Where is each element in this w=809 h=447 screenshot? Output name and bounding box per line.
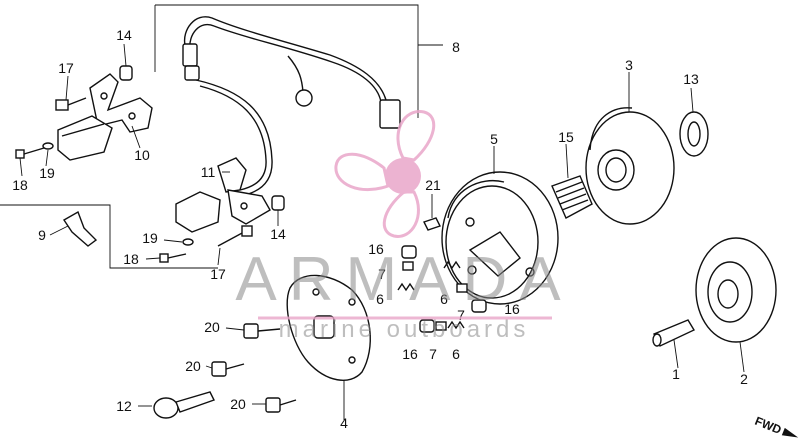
label-part-18-a: 18 (12, 177, 28, 193)
pulser-coil-11 (175, 157, 271, 233)
harness-group-outline (0, 4, 443, 269)
clip-9 (63, 210, 98, 247)
spring-6-b (443, 260, 461, 270)
label-part-13: 13 (683, 71, 699, 87)
collar-14-upper (119, 65, 133, 81)
label-part-14-a: 14 (116, 27, 132, 43)
label-part-20-a: 20 (204, 319, 220, 335)
label-part-9: 9 (38, 227, 46, 243)
needle-bearing-15 (551, 175, 593, 219)
label-part-15: 15 (558, 129, 574, 145)
bolt-20-a (243, 323, 281, 339)
label-part-20-c: 20 (230, 396, 246, 412)
pulser-coil-10 (57, 73, 153, 161)
bolt-20-b (211, 361, 245, 377)
bolt-20-c (265, 397, 297, 413)
plate-4 (286, 274, 371, 381)
fwd-label: FWD (753, 414, 784, 437)
screw-17-upper (55, 97, 87, 111)
label-part-6-b: 6 (440, 291, 448, 307)
label-part-3: 3 (625, 57, 633, 73)
fwd-direction-indicator: FWD (753, 414, 799, 438)
key-21 (423, 217, 441, 231)
roller-16-a (401, 245, 417, 259)
label-part-7-c: 7 (429, 346, 437, 362)
spring-cap-7-a (402, 261, 414, 271)
label-part-6-a: 6 (376, 291, 384, 307)
screw-18-lower (159, 253, 187, 263)
label-part-17-a: 17 (58, 60, 74, 76)
washer-19-lower (182, 238, 194, 246)
screw-17-lower (217, 225, 253, 247)
watermark-logo (334, 110, 436, 238)
idle-gear-2 (695, 237, 777, 343)
label-part-8: 8 (452, 39, 460, 55)
flange-bolt-12 (153, 391, 215, 419)
roller-16-c (419, 319, 435, 333)
spring-6-c (447, 320, 465, 330)
label-part-16-a: 16 (368, 241, 384, 257)
spring-cap-7-c (435, 321, 447, 331)
label-part-4: 4 (340, 415, 348, 431)
spring-cap-7-b (456, 283, 468, 293)
label-part-2: 2 (740, 371, 748, 387)
washer-19-upper (42, 142, 54, 150)
starter-clutch-5 (441, 171, 559, 305)
collar-14-lower (271, 195, 285, 211)
roller-16-b (471, 299, 487, 313)
watermark-title: ARMADA (235, 245, 572, 314)
label-part-21: 21 (425, 177, 441, 193)
label-part-5: 5 (490, 131, 498, 147)
watermark-subtitle: marine outboards (279, 316, 530, 343)
label-part-11: 11 (201, 164, 216, 180)
label-part-7-b: 7 (457, 307, 465, 323)
washer-13 (679, 111, 709, 157)
spring-6-a (397, 282, 415, 292)
label-part-14-b: 14 (270, 226, 286, 242)
fwd-arrow-icon (781, 427, 799, 438)
label-part-19-b: 19 (142, 230, 158, 246)
label-part-16-c: 16 (402, 346, 418, 362)
shaft-1 (652, 319, 695, 347)
label-part-12: 12 (116, 398, 132, 414)
driven-gear-3 (585, 107, 675, 225)
label-part-20-b: 20 (185, 358, 201, 374)
screw-18-upper (15, 147, 45, 159)
label-part-17-b: 17 (210, 266, 226, 282)
wire-harness (182, 16, 401, 197)
label-part-1: 1 (672, 366, 680, 382)
label-part-16-b: 16 (504, 301, 520, 317)
label-part-19-a: 19 (39, 165, 55, 181)
label-part-18-b: 18 (123, 251, 139, 267)
label-part-10: 10 (134, 147, 150, 163)
label-part-6-c: 6 (452, 346, 460, 362)
label-part-7-a: 7 (378, 266, 386, 282)
leader-lines (19, 43, 745, 420)
